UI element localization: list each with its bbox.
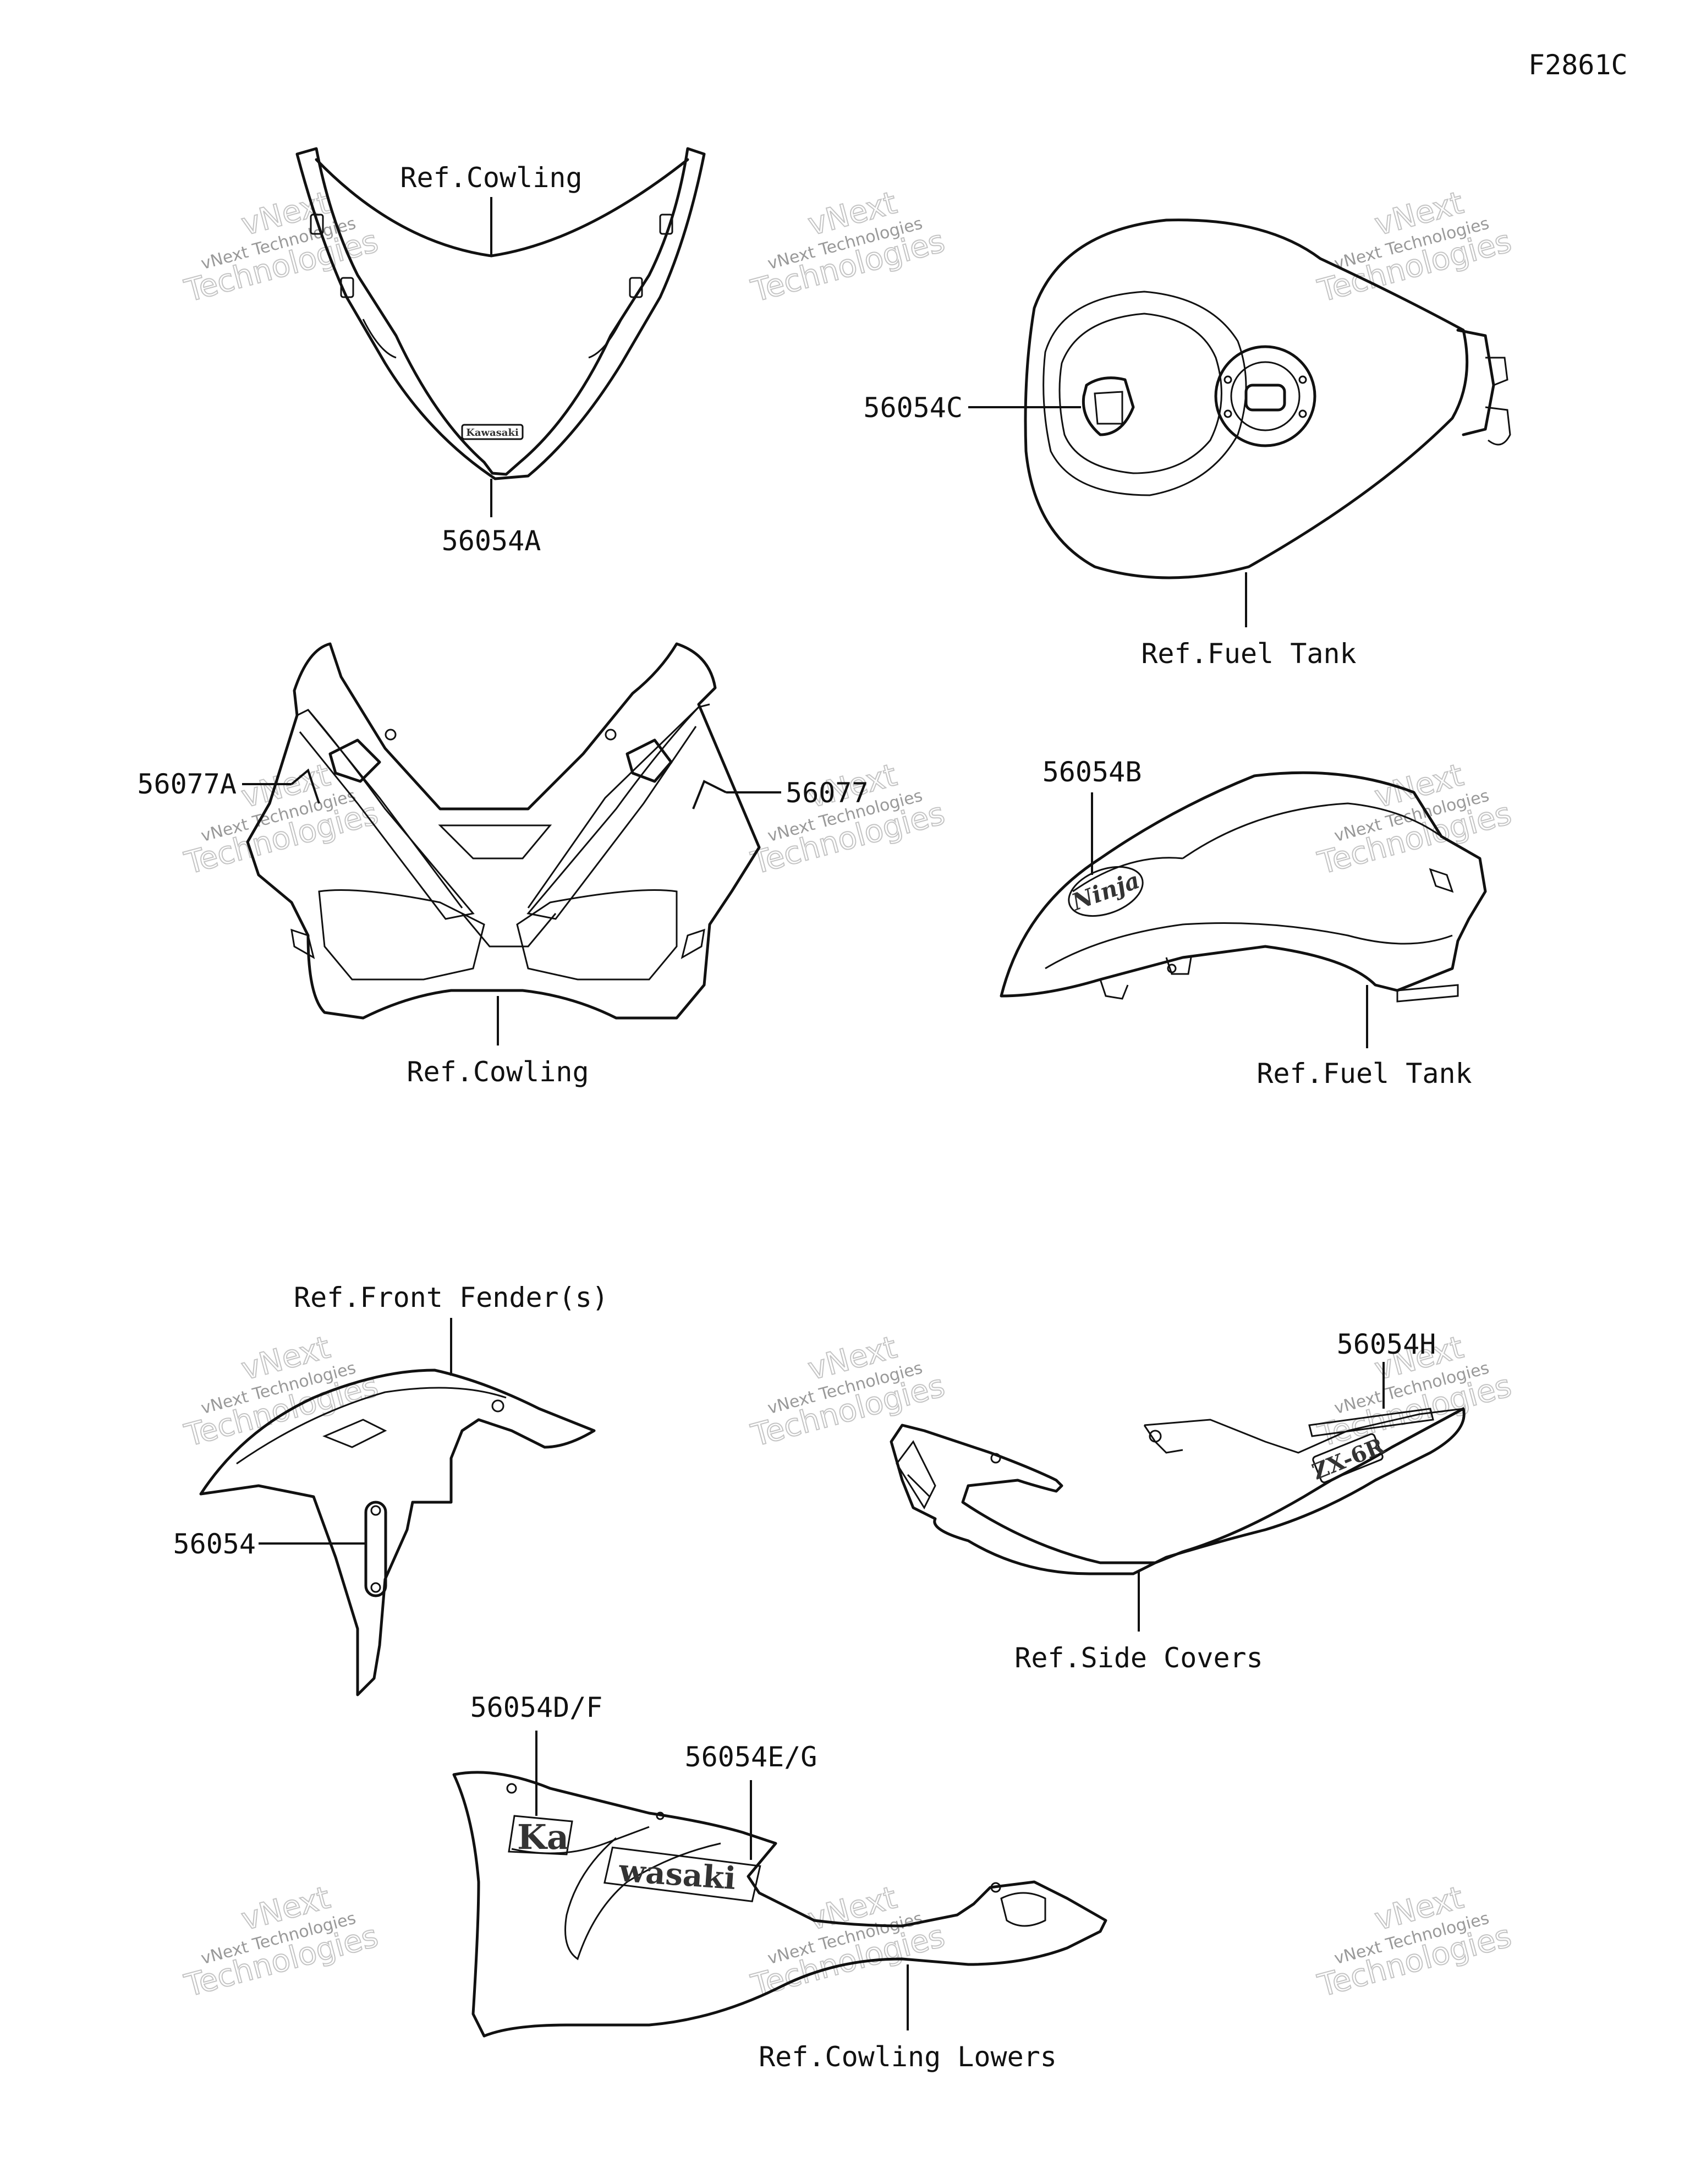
cowling-lowers-figure: Ka wasaki 56054D/F 56054E/G Ref.Cowling … <box>452 1692 1107 2073</box>
watermark: vNext vNext Technologies Technologies <box>1314 1879 1516 2005</box>
cowl-vent-right <box>625 738 673 783</box>
callout-56054C: 56054C <box>863 392 963 424</box>
callout-56054A: 56054A <box>442 525 541 557</box>
callout-56054H: 56054H <box>1337 1328 1436 1360</box>
callout-ref-cowling-upper: Ref.Cowling <box>400 162 582 194</box>
windshield-decal <box>461 424 524 440</box>
callout-ref-cowling-lower: Ref.Cowling <box>407 1056 589 1088</box>
watermark: vNext vNext Technologies Technologies <box>747 1879 949 2005</box>
callout-56077: 56077 <box>786 777 869 809</box>
front-fender-figure: Ref.Front Fender(s) 56054 <box>173 1282 608 1696</box>
callout-56077A: 56077A <box>137 768 237 800</box>
watermark: vNext vNext Technologies Technologies <box>180 184 382 310</box>
tank-script-decal: Ninja <box>1067 866 1144 917</box>
front-cowling-figure: 56077A 56077 Ref.Cowling <box>137 642 869 1088</box>
callout-ref-cowling-lowers: Ref.Cowling Lowers <box>759 2041 1057 2073</box>
tank-emblem-decal <box>1082 376 1135 436</box>
svg-text:Ka: Ka <box>517 1817 569 1857</box>
callout-ref-side-covers: Ref.Side Covers <box>1014 1642 1263 1674</box>
callout-ref-front-fender: Ref.Front Fender(s) <box>294 1282 608 1313</box>
upper-cowling-figure: Kawasaki Ref.Cowling 56054A <box>295 147 706 557</box>
callout-ref-fuel-tank-top: Ref.Fuel Tank <box>1141 638 1356 670</box>
windshield-decal-text: Kawasaki <box>466 427 519 439</box>
callout-56054: 56054 <box>173 1528 256 1560</box>
cowl-vent-left <box>328 738 381 783</box>
watermark-group: vNext vNext Technologies Technologies vN… <box>180 184 1516 2005</box>
lower-brand-decal-left: Ka <box>508 1815 573 1857</box>
watermark: vNext vNext Technologies Technologies <box>747 1329 949 1454</box>
callout-56054DF: 56054D/F <box>470 1692 603 1723</box>
watermark: vNext vNext Technologies Technologies <box>1314 184 1516 310</box>
callout-ref-fuel-tank-side: Ref.Fuel Tank <box>1256 1058 1472 1090</box>
figure-code: F2861C <box>1528 49 1628 81</box>
fender-decal <box>364 1501 387 1597</box>
watermark: vNext vNext Technologies Technologies <box>180 1879 382 2005</box>
watermark: vNext vNext Technologies Technologies <box>747 757 949 882</box>
watermark: vNext vNext Technologies Technologies <box>747 184 949 310</box>
lower-brand-decal-right: wasaki <box>603 1846 761 1903</box>
watermark: vNext vNext Technologies Technologies <box>1314 757 1516 882</box>
watermark: vNext vNext Technologies Technologies <box>180 1329 382 1454</box>
fuel-tank-top-figure: 56054C Ref.Fuel Tank <box>863 218 1511 670</box>
svg-text:wasaki: wasaki <box>617 1852 737 1897</box>
callout-56054B: 56054B <box>1042 756 1142 788</box>
callout-56054EG: 56054E/G <box>685 1741 817 1773</box>
